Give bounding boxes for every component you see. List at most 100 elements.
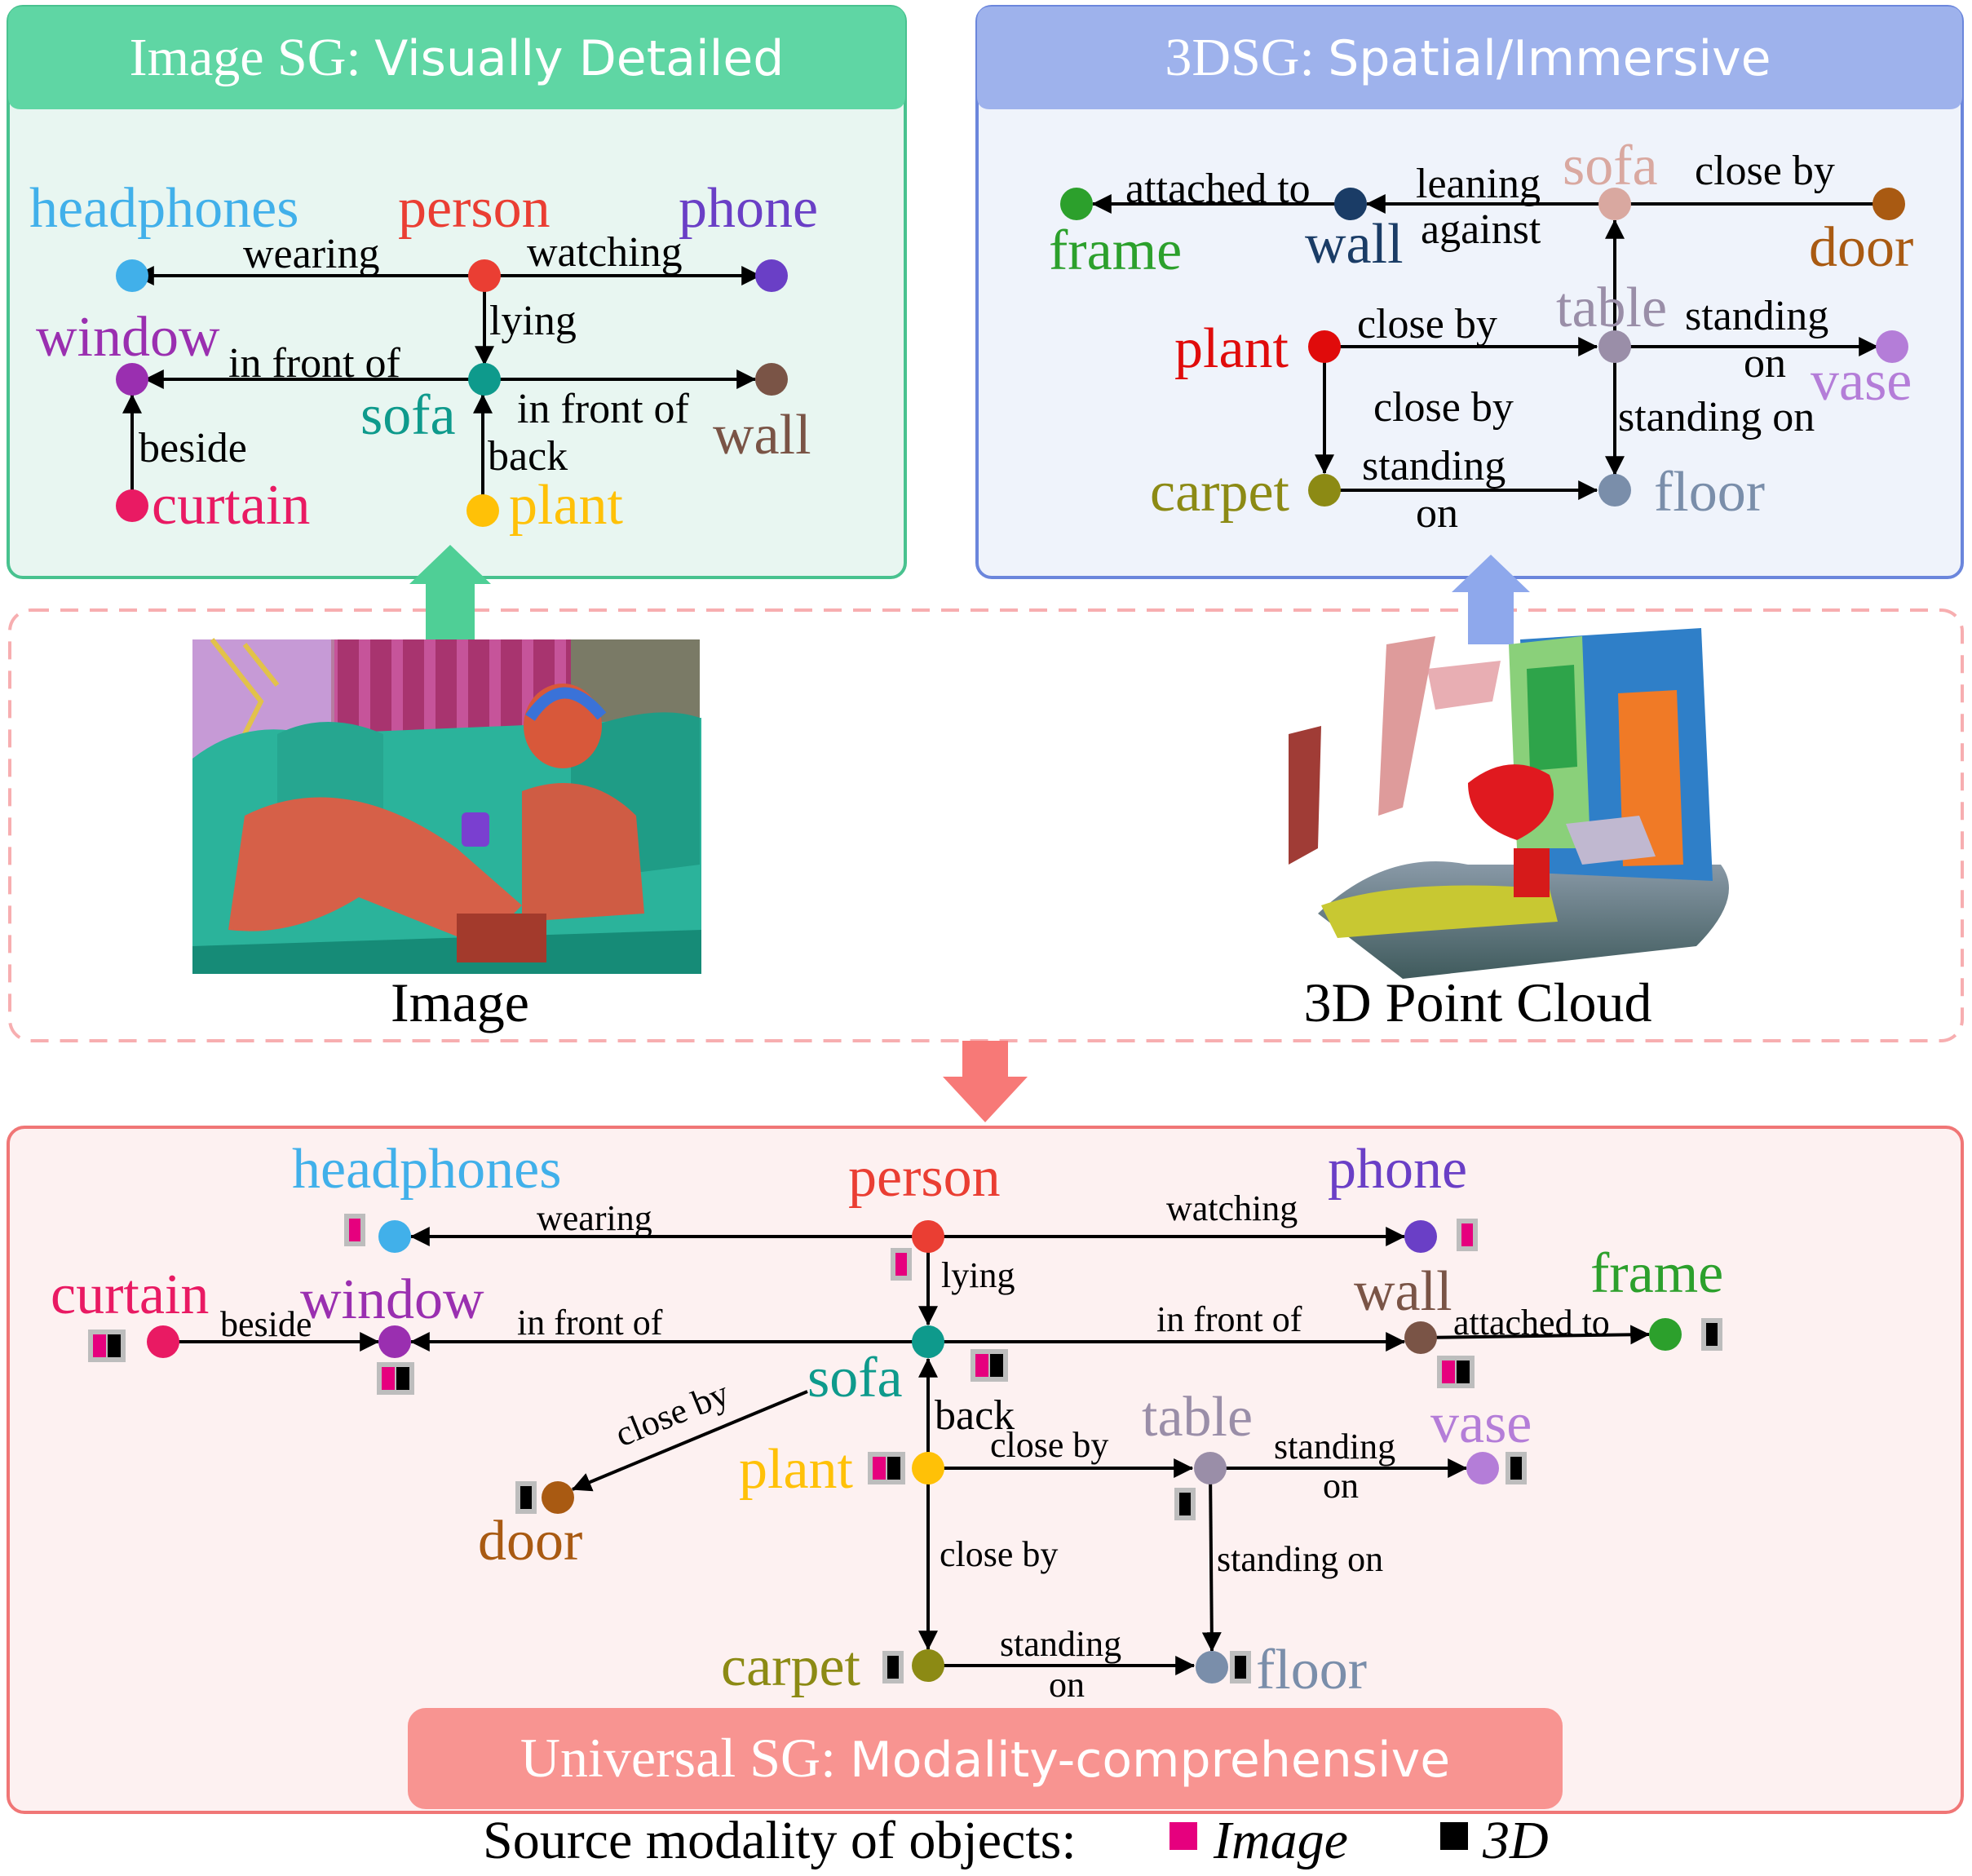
edge-label-standing-carpet: standing [1000, 1624, 1121, 1664]
label-person: person [398, 177, 550, 240]
edge-label-on-carpet: on [1416, 490, 1458, 537]
node-plant [466, 494, 499, 527]
label-wall: wall [713, 404, 811, 467]
input-image [192, 638, 701, 974]
three-dsg-panel: 3DSG: Spatial/Immersive attached to lean… [975, 5, 1964, 579]
image-sg-panel: Image SG: Visually Detailed wearing watc… [7, 5, 907, 579]
caption-image: Image [391, 971, 529, 1033]
modality-badge-person [891, 1248, 912, 1281]
edge-label-beside: beside [220, 1304, 312, 1344]
label-table: table [1556, 277, 1667, 339]
modality-badge-phone [1457, 1219, 1478, 1251]
node-wall [1404, 1321, 1437, 1354]
edge-label-beside: beside [139, 425, 247, 471]
modality-badge-table [1174, 1488, 1196, 1520]
edge-label-standing-carpet: standing [1362, 443, 1506, 489]
label-door: door [478, 1510, 582, 1573]
caption-point-cloud: 3D Point Cloud [1304, 971, 1652, 1033]
label-sofa: sofa [807, 1347, 903, 1409]
edge-label-wearing: wearing [537, 1198, 652, 1238]
modality-badge-sofa [971, 1349, 1008, 1382]
universal-sg-title: Universal SG: Modality-comprehensive [520, 1727, 1450, 1789]
node-vase [1876, 330, 1908, 363]
edge-standing-on-floor [1201, 1467, 1222, 1653]
node-plant [1308, 330, 1341, 363]
modality-badge-carpet [882, 1651, 904, 1684]
node-floor [1196, 1651, 1228, 1684]
node-wall [1334, 188, 1367, 220]
modality-badge-door [515, 1481, 537, 1514]
edge-label-in-front-of-2: in front of [517, 386, 690, 432]
node-headphones [116, 259, 148, 292]
node-person [912, 1220, 944, 1253]
legend-3d-swatch [1440, 1822, 1468, 1850]
edge-label-against: against [1421, 206, 1541, 253]
edge-label-leaning: leaning [1416, 161, 1541, 207]
input-point-cloud [1289, 628, 1729, 979]
edge-label-attached-to: attached to [1453, 1303, 1610, 1343]
label-table: table [1142, 1386, 1253, 1449]
legend-image-label: Image [1213, 1811, 1348, 1870]
label-floor: floor [1256, 1639, 1367, 1701]
edge-label-standing-on-floor: standing on [1217, 1539, 1383, 1579]
node-person [468, 259, 501, 292]
node-phone [755, 259, 788, 292]
legend-image-swatch [1169, 1822, 1197, 1850]
node-frame [1060, 188, 1093, 220]
label-vase: vase [1811, 350, 1912, 413]
edge-label-close-by-table: close by [1357, 301, 1497, 347]
node-window [116, 363, 148, 396]
input-modalities: Image 3D Point Cloud [8, 545, 1964, 1122]
modality-badge-vase [1506, 1452, 1527, 1484]
edge-label-close-by-table: close by [990, 1425, 1108, 1465]
node-floor [1598, 474, 1631, 507]
label-door: door [1809, 216, 1913, 279]
node-sofa [912, 1325, 944, 1358]
edge-label-on-vase: on [1323, 1466, 1359, 1506]
legend-prefix: Source modality of objects: [483, 1811, 1077, 1870]
edge-label-in-front-of-2: in front of [1156, 1299, 1302, 1339]
label-floor: floor [1654, 461, 1765, 524]
label-plant: plant [1174, 317, 1289, 380]
node-sofa [1598, 188, 1631, 220]
edge-label-watching: watching [527, 229, 683, 276]
node-door [1873, 188, 1905, 220]
modality-badge-curtain [88, 1330, 126, 1362]
edge-label-in-front-of-1: in front of [517, 1303, 663, 1343]
node-frame [1649, 1318, 1682, 1351]
modality-badge-floor [1230, 1651, 1251, 1684]
node-phone [1404, 1220, 1437, 1253]
node-carpet [1308, 474, 1341, 507]
label-phone: phone [679, 177, 818, 240]
edge-label-watching: watching [1166, 1188, 1298, 1228]
label-carpet: carpet [1150, 461, 1290, 524]
node-curtain [116, 489, 148, 522]
modality-badge-plant [868, 1452, 905, 1484]
label-headphones: headphones [292, 1138, 561, 1201]
label-curtain: curtain [51, 1263, 209, 1326]
edge-label-on-carpet: on [1049, 1665, 1085, 1705]
node-table [1598, 330, 1631, 363]
edge-label-back: back [488, 433, 568, 480]
legend: Source modality of objects: Image 3D [483, 1811, 1549, 1870]
universal-sg-panel: Universal SG: Modality-comprehensive wea… [7, 1126, 1964, 1814]
label-wall: wall [1354, 1260, 1452, 1323]
edge-label-wearing: wearing [243, 231, 379, 277]
node-wall [755, 363, 788, 396]
label-frame: frame [1049, 219, 1182, 282]
label-curtain: curtain [152, 474, 310, 537]
modality-badge-frame [1701, 1318, 1722, 1351]
label-carpet: carpet [721, 1635, 861, 1698]
arrow-up-to-3dsg [1452, 555, 1530, 644]
label-frame: frame [1590, 1242, 1723, 1305]
node-headphones [378, 1220, 411, 1253]
arrow-down-to-universal-sg [943, 1041, 1028, 1122]
node-table [1194, 1452, 1227, 1484]
node-door [542, 1481, 574, 1514]
label-vase: vase [1430, 1392, 1532, 1455]
node-curtain [147, 1325, 179, 1358]
label-sofa: sofa [360, 384, 456, 447]
label-person: person [848, 1146, 1001, 1209]
edge-label-standing-on-floor: standing on [1618, 394, 1815, 440]
